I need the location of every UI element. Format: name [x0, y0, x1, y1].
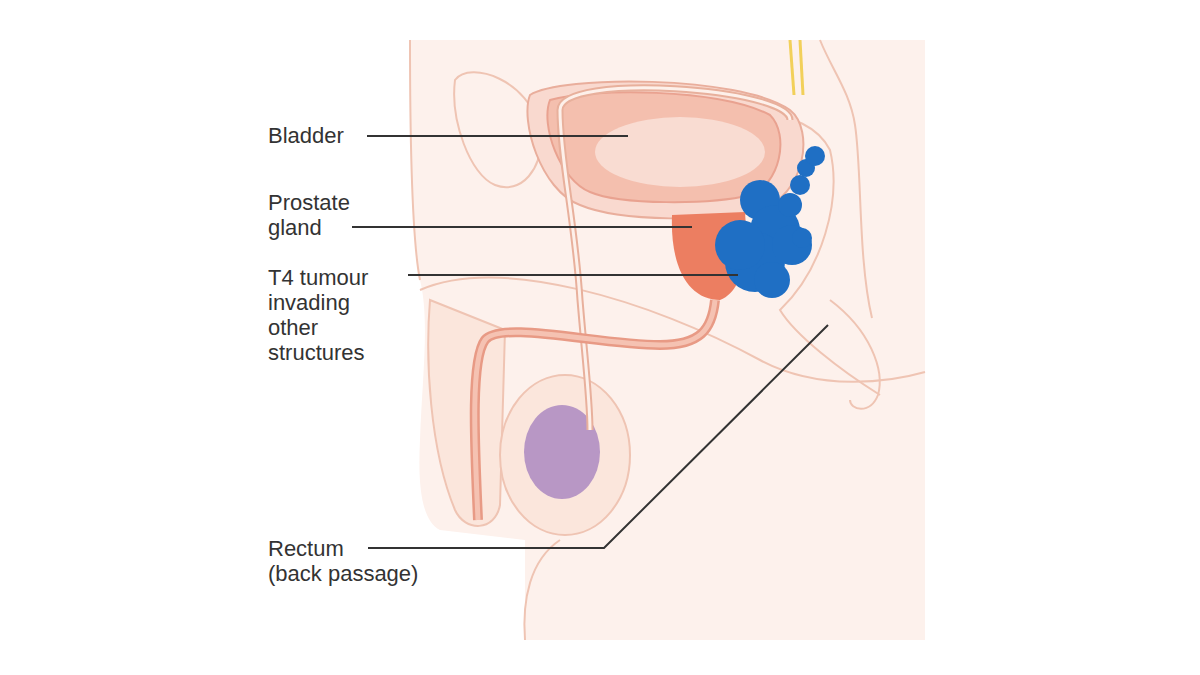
leader-line: [352, 226, 692, 228]
leader-line: [367, 135, 628, 137]
part-label: Prostate gland: [268, 190, 350, 240]
ureter: [790, 40, 794, 95]
tumour-part: [805, 146, 825, 166]
label-box: Bladder: [268, 123, 388, 148]
part-label: Rectum (back passage): [268, 536, 418, 586]
part-label: T4 tumour invading other structures: [268, 265, 368, 365]
leader-line: [368, 325, 828, 548]
bladder-wall: [547, 92, 780, 202]
tumour-part: [778, 193, 802, 217]
body: [410, 40, 925, 640]
label-box: Rectum (back passage): [268, 536, 448, 586]
tumour-part: [790, 175, 810, 195]
leg-line: [524, 540, 560, 640]
bladder-lumen: [595, 117, 765, 187]
skin: [410, 40, 925, 640]
tumour-part: [715, 220, 765, 270]
buttock-line: [830, 300, 880, 409]
ureter: [800, 40, 803, 95]
vas-deferens-inner: [560, 88, 790, 430]
spine-line: [820, 40, 872, 318]
wrap-spacer: [388, 536, 448, 558]
abdomen-line: [410, 40, 420, 280]
part-label: Bladder: [268, 123, 344, 148]
tumour-part: [754, 262, 790, 298]
urethra-inner: [475, 300, 715, 520]
scrotum: [500, 375, 630, 535]
leader-line: [408, 274, 738, 276]
tumour-part: [772, 225, 812, 265]
label-box: T4 tumour invading other structures: [268, 265, 386, 365]
tumour-part: [792, 228, 812, 248]
label-box: Prostate gland: [268, 190, 368, 240]
leaders: [352, 136, 828, 548]
vas-deferens: [560, 88, 790, 430]
pubic-bone: [454, 72, 540, 187]
urethra: [475, 300, 715, 520]
